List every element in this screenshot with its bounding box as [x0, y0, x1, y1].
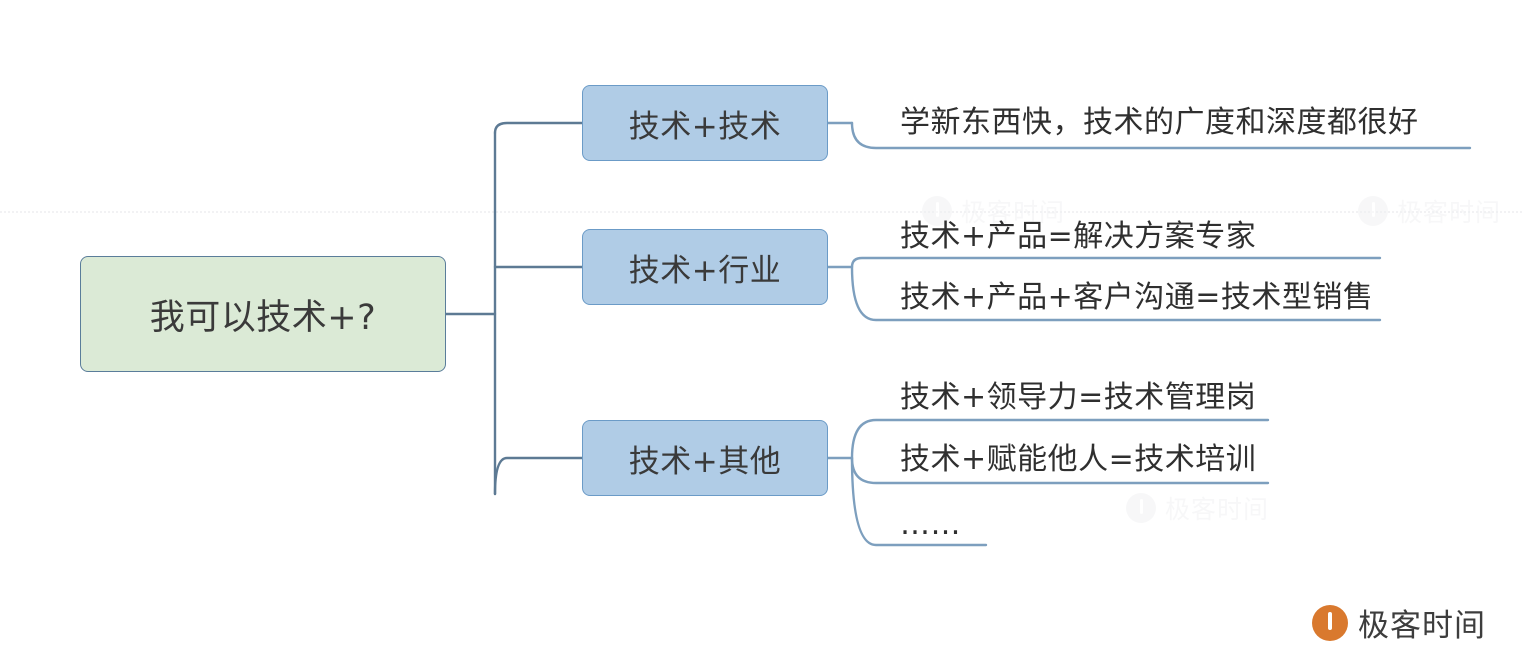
- root-node-label: 我可以技术+?: [149, 297, 377, 338]
- branch-node-1[interactable]: 技术+技术: [582, 85, 828, 161]
- root-node[interactable]: 我可以技术+?: [80, 256, 446, 372]
- leaf-node[interactable]: 技术+赋能他人=技术培训: [900, 442, 1257, 477]
- branch-node-3[interactable]: 技术+其他: [582, 420, 828, 496]
- watermark-label: 极客时间: [1165, 495, 1270, 524]
- geektime-logo-icon: [1126, 493, 1156, 523]
- brand-name: 极客时间: [1358, 608, 1486, 644]
- leaf-node[interactable]: 技术+产品+客户沟通=技术型销售: [900, 280, 1374, 315]
- geektime-logo-icon: [1312, 604, 1348, 641]
- leaf-node[interactable]: 技术+领导力=技术管理岗: [900, 380, 1257, 415]
- branch-node-label: 技术+行业: [628, 252, 782, 289]
- leaf-node[interactable]: 学新东西快，技术的广度和深度都很好: [900, 105, 1419, 140]
- guide-line: [0, 211, 1522, 213]
- leaf-node[interactable]: ……: [900, 507, 961, 542]
- leaf-node[interactable]: 技术+产品=解决方案专家: [900, 219, 1257, 254]
- branch-node-label: 技术+技术: [628, 108, 782, 145]
- brand-logo: 极客时间: [1312, 600, 1486, 645]
- branch-node-label: 技术+其他: [628, 443, 782, 480]
- watermark: 极客时间: [1126, 490, 1269, 526]
- branch-node-2[interactable]: 技术+行业: [582, 229, 828, 305]
